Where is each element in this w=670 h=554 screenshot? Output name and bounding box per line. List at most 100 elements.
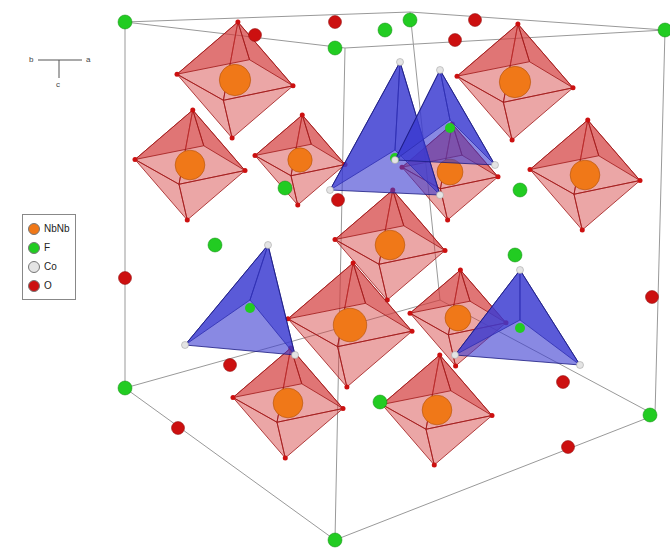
o-vertex [408, 311, 413, 316]
axis-line [59, 60, 60, 78]
axis-indicator [38, 60, 82, 78]
o-atom [557, 376, 570, 389]
o-vertex [243, 168, 248, 173]
co-atom [577, 362, 584, 369]
o-vertex [580, 228, 585, 233]
legend-text: NbNb [44, 223, 70, 234]
o-vertex [333, 237, 338, 242]
legend-text: O [44, 280, 52, 291]
o-vertex [133, 157, 138, 162]
o-vertex [445, 218, 450, 223]
legend-row: Co [28, 257, 70, 276]
f-atom [515, 323, 525, 333]
cell-edge [125, 12, 410, 22]
tetrahedra [182, 59, 584, 369]
nb-atom [570, 160, 600, 190]
legend-text: F [44, 242, 50, 253]
co-atom [492, 162, 499, 169]
f-atom [403, 13, 417, 27]
o-vertex [496, 174, 501, 179]
co-atom [437, 192, 444, 199]
legend-swatch [28, 280, 40, 292]
legend-row: O [28, 276, 70, 295]
f-atom [508, 248, 522, 262]
o-vertex [410, 329, 415, 334]
o-atom [249, 29, 262, 42]
o-vertex [510, 138, 515, 143]
co-atom [437, 67, 444, 74]
o-atom [449, 34, 462, 47]
o-atom [646, 291, 659, 304]
cell-edge [410, 12, 665, 30]
o-vertex [230, 136, 235, 141]
o-vertex [300, 113, 305, 118]
o-vertex [455, 74, 460, 79]
co-atom [327, 187, 334, 194]
nb-atom [175, 150, 205, 180]
nb-octahedron [253, 113, 348, 208]
co-atom [265, 242, 272, 249]
o-atom [469, 14, 482, 27]
o-vertex [515, 22, 520, 27]
axis-line [38, 60, 82, 61]
o-vertex [253, 153, 258, 158]
o-atom [332, 194, 345, 207]
o-vertex [443, 248, 448, 253]
f-atom [245, 303, 255, 313]
co-atom [392, 157, 399, 164]
o-vertex [490, 413, 495, 418]
co-tetrahedron [182, 242, 299, 359]
f-atom [118, 15, 132, 29]
f-atom [658, 23, 670, 37]
nb-atom [273, 388, 303, 418]
o-vertex [291, 83, 296, 88]
f-atom [278, 181, 292, 195]
o-vertex [638, 178, 643, 183]
f-atom [513, 183, 527, 197]
o-vertex [190, 108, 195, 113]
o-vertex [432, 463, 437, 468]
nb-octahedron [380, 353, 495, 468]
co-atom [452, 352, 459, 359]
o-atom [562, 441, 575, 454]
axis-label: c [56, 81, 60, 89]
octahedra [133, 20, 643, 468]
f-atom [208, 238, 222, 252]
co-tetrahedron [392, 67, 499, 169]
atoms [118, 13, 670, 547]
nb-atom [445, 305, 471, 331]
axis-label: a [86, 56, 90, 64]
o-vertex [437, 353, 442, 358]
o-vertex [351, 261, 356, 266]
o-vertex [283, 456, 288, 461]
nb-atom [219, 64, 250, 95]
co-atom [517, 267, 524, 274]
o-atom [224, 359, 237, 372]
nb-octahedron [528, 118, 643, 233]
nb-atom [333, 308, 366, 341]
co-tetrahedron [452, 267, 584, 369]
legend-row: F [28, 238, 70, 257]
nb-atom [375, 230, 405, 260]
cell-edge [335, 415, 655, 540]
o-vertex [528, 167, 533, 172]
tetrahedron-face [395, 70, 495, 165]
o-vertex [344, 385, 349, 390]
cell-edge [655, 30, 665, 415]
o-atom [119, 272, 132, 285]
o-vertex [453, 364, 458, 369]
nb-octahedron [231, 346, 346, 461]
nb-octahedron [455, 22, 576, 143]
o-vertex [341, 406, 346, 411]
o-vertex [585, 118, 590, 123]
f-atom [118, 381, 132, 395]
tetrahedron-face [185, 245, 295, 355]
co-atom [292, 352, 299, 359]
legend-text: Co [44, 261, 57, 272]
cell-edge [125, 22, 126, 388]
nb-atom [288, 148, 312, 172]
o-vertex [235, 20, 240, 25]
f-atom [373, 395, 387, 409]
o-atom [172, 422, 185, 435]
